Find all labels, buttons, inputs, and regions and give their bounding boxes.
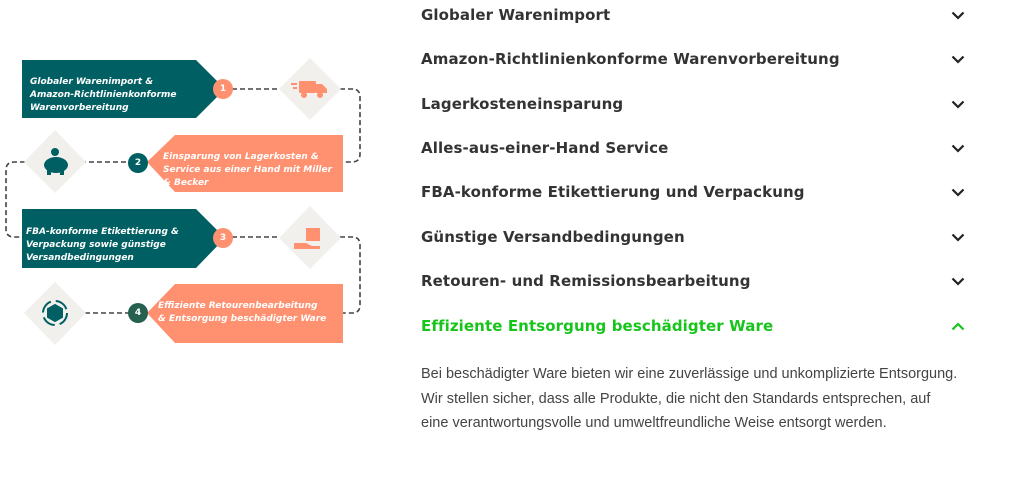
accordion-title: Globaler Warenimport	[421, 6, 611, 24]
chevron-down-icon[interactable]	[950, 184, 966, 200]
step-1-text: Globaler Warenimport & Amazon-Richtlinie…	[30, 77, 177, 113]
accordion-item-entsorgung[interactable]: Effiziente Entsorgung beschädigter Ware	[421, 311, 966, 341]
accordion-title: Retouren- und Remissionsbearbeitung	[421, 272, 751, 290]
connector-3-4	[232, 236, 361, 314]
accordion-item-retouren[interactable]: Retouren- und Remissionsbearbeitung	[421, 266, 966, 296]
step-4-number: 4	[128, 303, 148, 323]
chevron-down-icon[interactable]	[950, 51, 966, 67]
accordion-item-globaler-warenimport[interactable]: Globaler Warenimport	[421, 0, 966, 30]
step-4-text: Effiziente Retourenbearbeitung & Entsorg…	[158, 301, 327, 324]
piggy-bank-icon	[44, 148, 68, 175]
accordion-title: Alles-aus-einer-Hand Service	[421, 139, 669, 157]
chevron-down-icon[interactable]	[950, 96, 966, 112]
step-2-banner	[147, 135, 343, 192]
chevron-down-icon[interactable]	[950, 273, 966, 289]
accordion-body: Bei beschädigter Ware bieten wir eine zu…	[421, 366, 958, 431]
box-recycle-icon	[42, 300, 68, 326]
accordion-title: FBA-konforme Etikettierung und Verpackun…	[421, 183, 805, 201]
accordion-item-lagerkosteneinsparung[interactable]: Lagerkosteneinsparung	[421, 89, 966, 119]
accordion-item-etikettierung[interactable]: FBA-konforme Etikettierung und Verpackun…	[421, 177, 966, 207]
truck-icon	[291, 81, 327, 98]
step-3-banner	[22, 209, 225, 268]
connector-1-2	[232, 88, 361, 163]
process-infographic: Globaler Warenimport & Amazon-Richtlinie…	[0, 50, 370, 350]
accordion-title: Amazon-Richtlinienkonforme Warenvorberei…	[421, 50, 840, 68]
accordion-item-versandbedingungen[interactable]: Günstige Versandbedingungen	[421, 222, 966, 252]
chevron-up-icon[interactable]	[950, 318, 966, 334]
step-4-banner	[147, 284, 343, 343]
step-3-number: 3	[213, 228, 233, 248]
chevron-down-icon[interactable]	[950, 229, 966, 245]
accordion-item-warenvorbereitung[interactable]: Amazon-Richtlinienkonforme Warenvorberei…	[421, 44, 966, 74]
hand-box-icon	[294, 228, 320, 249]
step-2-number: 2	[128, 153, 148, 173]
step-2-text: Einsparung von Lagerkosten & Service aus…	[163, 152, 333, 188]
step-1-number: 1	[213, 79, 233, 99]
step-3-text: FBA-konforme Etikettierung & Verpackung …	[26, 227, 179, 263]
accordion-title: Lagerkosteneinsparung	[421, 95, 624, 113]
accordion-title: Effiziente Entsorgung beschädigter Ware	[421, 317, 774, 335]
chevron-down-icon[interactable]	[950, 7, 966, 23]
chevron-down-icon[interactable]	[950, 140, 966, 156]
accordion-item-service[interactable]: Alles-aus-einer-Hand Service	[421, 133, 966, 163]
accordion-title: Günstige Versandbedingungen	[421, 228, 685, 246]
step-1-banner	[22, 60, 225, 118]
